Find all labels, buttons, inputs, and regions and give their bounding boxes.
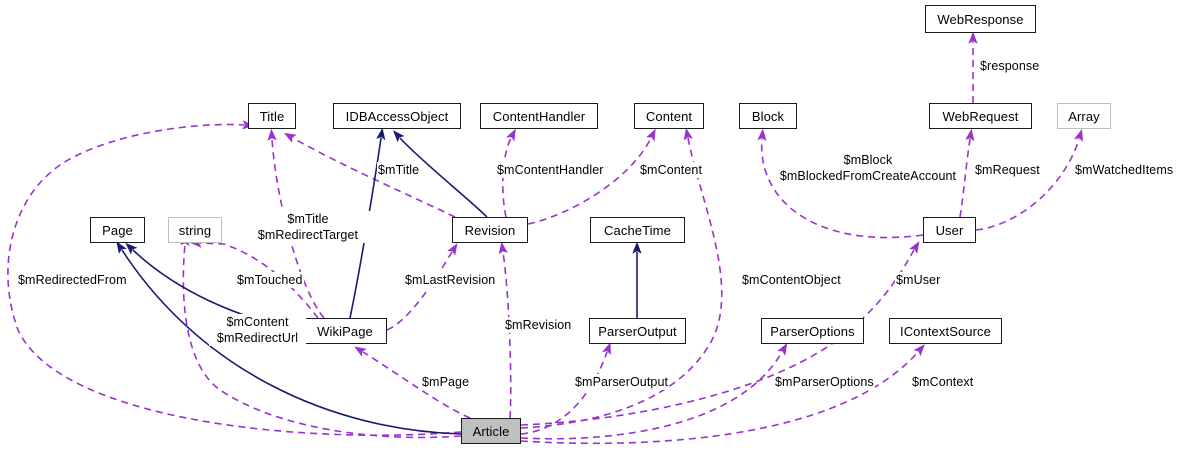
edge-revision-content bbox=[527, 128, 656, 225]
edge-label-mcontenthandler: $mContentHandler bbox=[496, 162, 605, 178]
edge-label-mrevision: $mRevision bbox=[504, 317, 573, 333]
edge-label-mcontext: $mContext bbox=[911, 374, 975, 390]
edge-article-parseroptions bbox=[520, 342, 788, 440]
node-label: WebResponse bbox=[937, 11, 1024, 27]
node-string[interactable]: string bbox=[168, 217, 222, 243]
edge-label-mpage: $mPage bbox=[421, 374, 471, 390]
node-parseroutput[interactable]: ParserOutput bbox=[589, 318, 686, 344]
node-webrequest[interactable]: WebRequest bbox=[929, 103, 1032, 129]
node-label: IContextSource bbox=[899, 323, 991, 339]
node-wikipage[interactable]: WikiPage bbox=[303, 318, 387, 344]
node-revision[interactable]: Revision bbox=[452, 217, 528, 243]
node-label: Page bbox=[102, 222, 133, 238]
edge-user-array bbox=[975, 129, 1083, 231]
node-block[interactable]: Block bbox=[739, 103, 797, 129]
node-label: string bbox=[178, 222, 212, 238]
node-label: Array bbox=[1068, 108, 1100, 124]
node-label: ParserOutput bbox=[598, 323, 677, 339]
edge-label-mparseroutput: $mParserOutput bbox=[574, 374, 670, 390]
node-label: Article bbox=[472, 423, 510, 439]
node-contenthandler[interactable]: ContentHandler bbox=[480, 103, 598, 129]
node-label: ParserOptions bbox=[770, 323, 855, 339]
node-parseroptions[interactable]: ParserOptions bbox=[761, 318, 864, 344]
node-article[interactable]: Article bbox=[461, 418, 521, 444]
inheritance-edge-group bbox=[116, 127, 642, 435]
node-array[interactable]: Array bbox=[1057, 103, 1111, 129]
node-label: Block bbox=[751, 108, 785, 124]
edge-label-muser: $mUser bbox=[895, 272, 942, 288]
edge-label-mcontent-revision: $mContent bbox=[639, 162, 704, 178]
edge-article-revision bbox=[498, 241, 512, 419]
node-icontextsource[interactable]: IContextSource bbox=[889, 318, 1002, 344]
node-content[interactable]: Content bbox=[634, 103, 704, 129]
node-label: User bbox=[935, 222, 964, 238]
edge-label-mtouched: $mTouched bbox=[236, 272, 304, 288]
edge-label-mrequest: $mRequest bbox=[974, 162, 1041, 178]
edge-article-parseroutput bbox=[520, 342, 611, 435]
edge-label-mwatcheditems: $mWatchedItems bbox=[1074, 162, 1175, 178]
edge-wikipage-revision bbox=[386, 243, 458, 331]
edge-label-mtitle-revision: $mTitle bbox=[377, 162, 421, 178]
node-label: CacheTime bbox=[604, 222, 671, 238]
node-label: Content bbox=[645, 108, 693, 124]
edge-label-mtitle-mredirecttarget: $mTitle $mRedirectTarget bbox=[237, 211, 379, 243]
edge-label-mparseroptions: $mParserOptions bbox=[774, 374, 875, 390]
node-webresponse[interactable]: WebResponse bbox=[925, 5, 1036, 33]
edge-label-mcontent-mredirecturl: $mContent $mRedirectUrl bbox=[209, 314, 306, 346]
node-label: WikiPage bbox=[317, 323, 373, 339]
edge-article-icontext bbox=[520, 344, 925, 445]
node-label: Revision bbox=[464, 222, 516, 238]
edge-revision-title bbox=[283, 132, 456, 218]
edge-label-mlastrevision: $mLastRevision bbox=[404, 272, 497, 288]
node-page[interactable]: Page bbox=[90, 217, 145, 243]
edge-label-mcontentobject: $mContentObject bbox=[741, 272, 842, 288]
node-label: ContentHandler bbox=[492, 108, 586, 124]
node-title[interactable]: Title bbox=[248, 103, 296, 129]
node-idbaccessobject[interactable]: IDBAccessObject bbox=[333, 103, 461, 129]
edge-label-mblock: $mBlock $mBlockedFromCreateAccount bbox=[774, 152, 962, 184]
edge-label-mredirectedfrom: $mRedirectedFrom bbox=[17, 272, 128, 288]
node-user[interactable]: User bbox=[923, 217, 976, 243]
edge-label-response: $response bbox=[979, 58, 1041, 74]
node-label: WebRequest bbox=[942, 108, 1019, 124]
node-label: Title bbox=[259, 108, 285, 124]
node-label: IDBAccessObject bbox=[345, 108, 449, 124]
node-cachetime[interactable]: CacheTime bbox=[590, 217, 685, 243]
